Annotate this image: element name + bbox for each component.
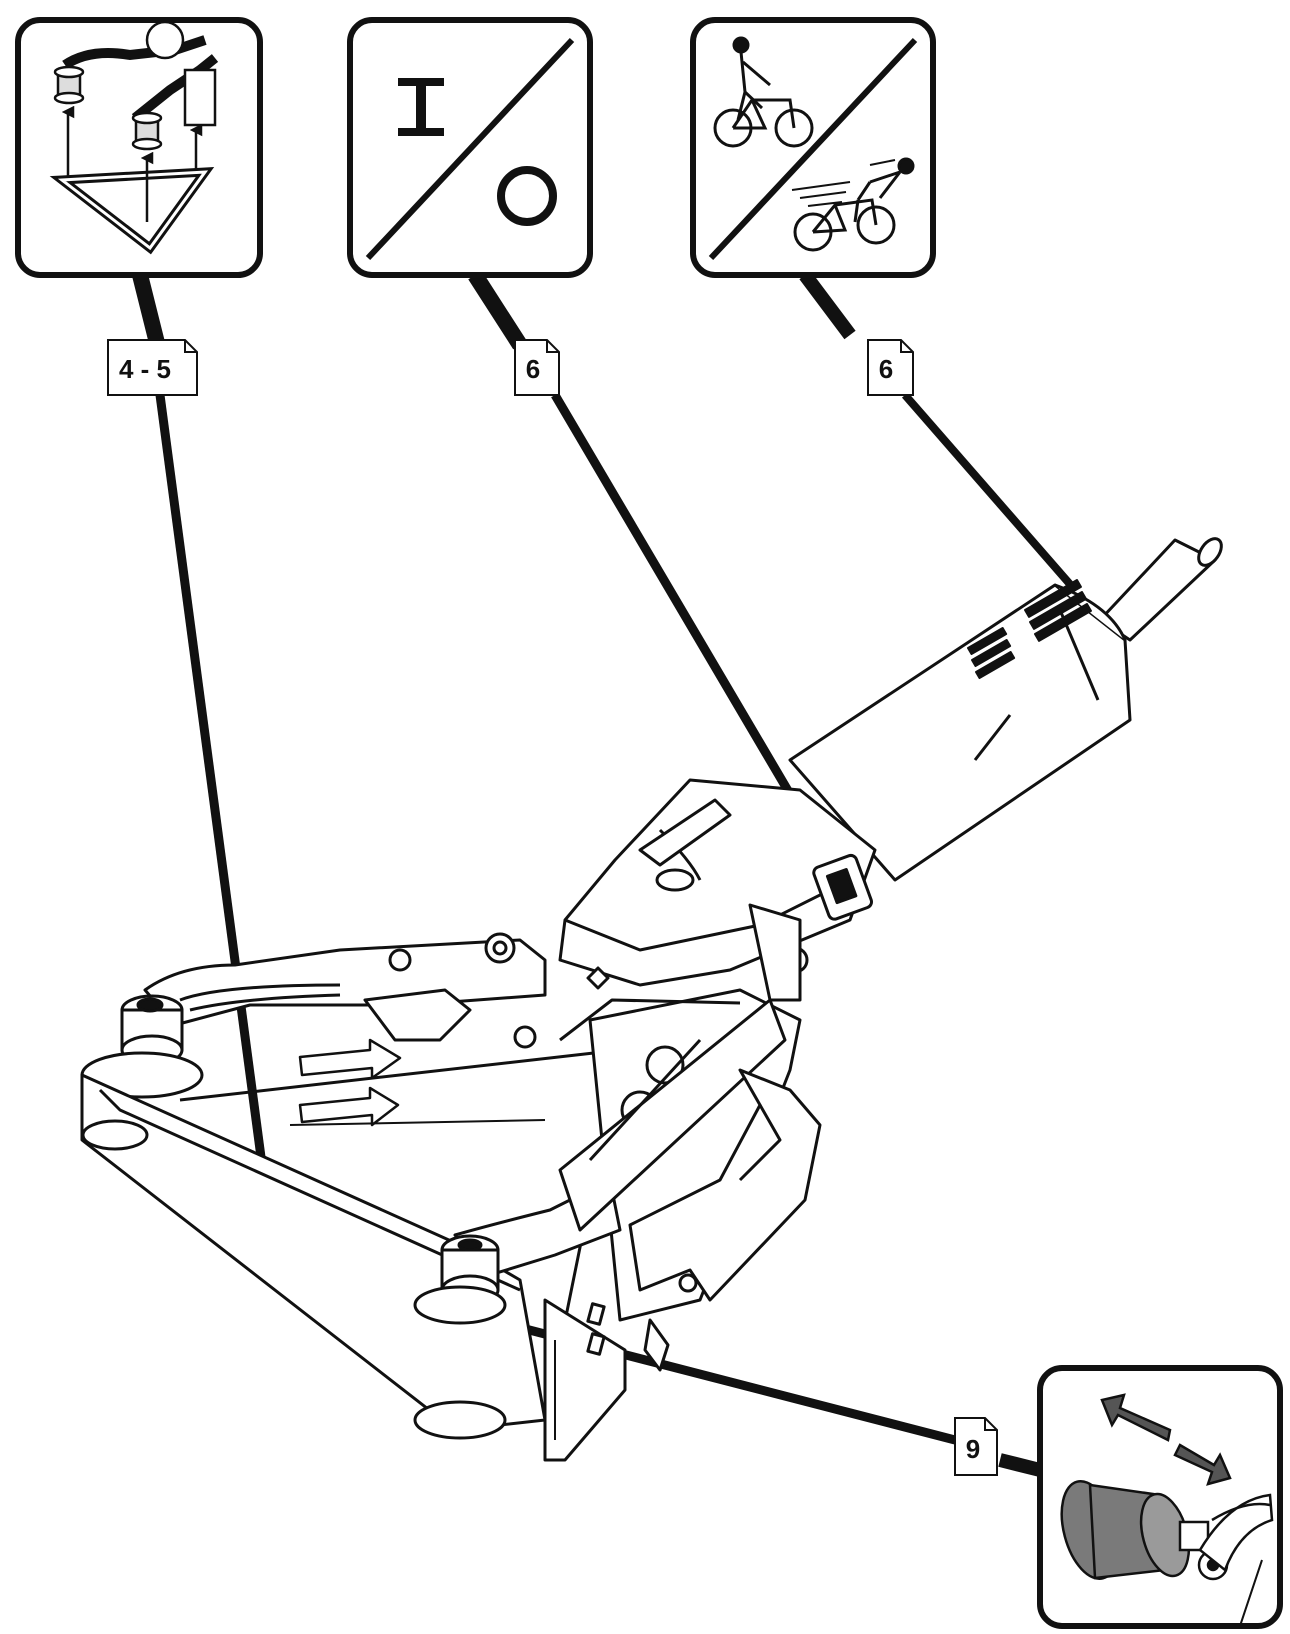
arrow-left-icon <box>1100 1393 1172 1442</box>
page-ref-tag-accessory[interactable]: 4 - 5 <box>107 339 198 396</box>
callout-panel-accessory <box>15 17 263 278</box>
front-roller <box>413 1234 507 1325</box>
frame-block <box>543 1298 627 1462</box>
leader-line-speed <box>799 270 856 340</box>
slow-cyclist-icon <box>713 36 814 148</box>
belt-grinder-tool <box>80 537 1223 1462</box>
page-ref-tag-speed[interactable]: 6 <box>867 339 914 396</box>
leader-line-power <box>468 270 527 350</box>
leader-line-speed-lower <box>901 392 1079 593</box>
vent-slots <box>966 579 1092 680</box>
power-switch[interactable] <box>812 853 873 921</box>
page-ref-tag-power[interactable]: 6 <box>514 339 560 396</box>
page-ref-label: 9 <box>966 1434 980 1464</box>
page-ref-label: 6 <box>879 354 893 384</box>
roller-arms-install-icon <box>49 20 219 255</box>
on-off-icon <box>365 37 575 261</box>
direction-arrow-icon <box>298 1086 400 1127</box>
page-ref-tag-roller[interactable]: 9 <box>954 1417 998 1476</box>
fast-cyclist-icon <box>791 157 915 252</box>
page-ref-label: 6 <box>526 354 540 384</box>
leader-line-accessory-lower <box>155 394 275 1226</box>
leader-line-roller-panel <box>998 1453 1042 1477</box>
page-ref-label: 4 - 5 <box>119 354 171 384</box>
tensioner-bracket <box>628 1068 822 1372</box>
speed-slow-fast-icon <box>708 36 918 261</box>
grinder-motor <box>788 537 1223 882</box>
callout-panel-speed <box>690 17 936 278</box>
left-roller <box>80 994 204 1099</box>
leader-line-power-lower <box>551 392 824 848</box>
roller-adjust-icon <box>1060 1393 1274 1627</box>
callout-panel-power <box>347 17 593 278</box>
belt-direction-arrows <box>298 1038 402 1127</box>
callout-panel-roller <box>1037 1365 1283 1629</box>
direction-arrow-icon <box>298 1038 402 1080</box>
gear-head <box>558 778 877 1002</box>
upper-arm <box>143 932 547 1049</box>
arrow-right-icon <box>1173 1443 1232 1486</box>
